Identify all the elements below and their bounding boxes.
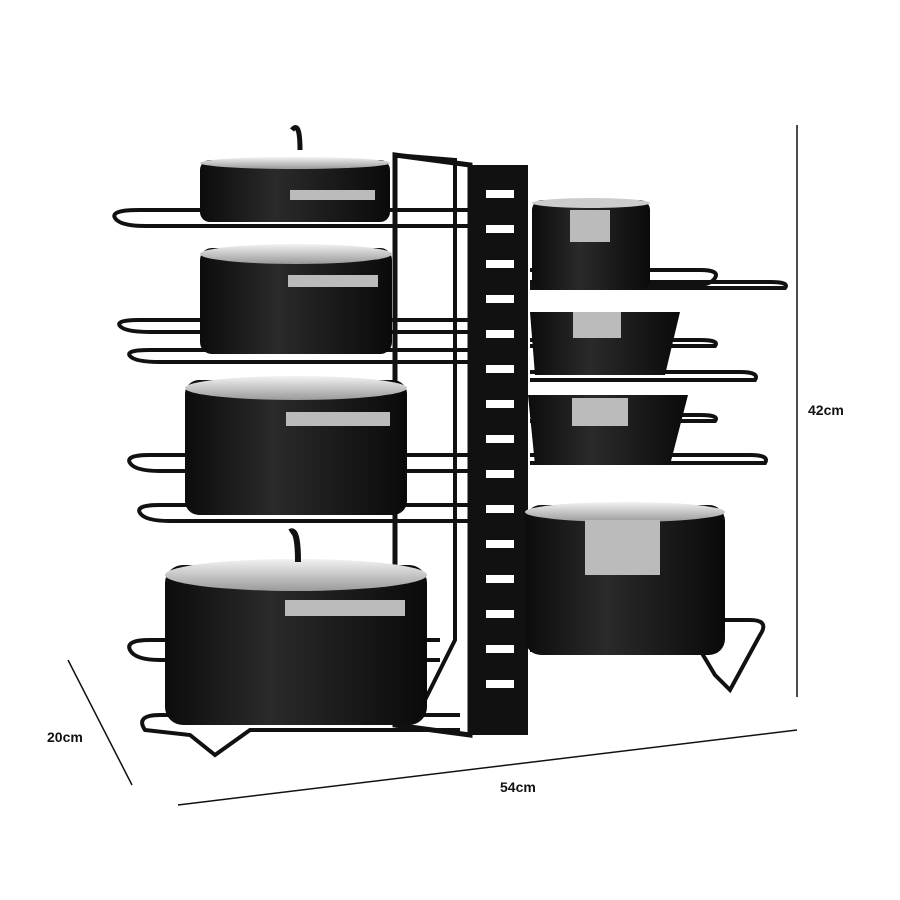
dimension-lines [67,125,798,806]
depth-label: 20cm [47,729,83,745]
pot-left-1 [200,125,390,222]
pot-left-2 [200,244,392,354]
pot-right-2 [530,312,680,375]
pot-right-4 [525,502,725,655]
rack-wires [112,208,788,758]
depth-dimension-line [67,659,133,786]
pot-right-1 [532,198,650,290]
height-label: 42cm [808,402,844,418]
pot-right-3 [528,395,688,465]
width-dimension-line [177,729,798,806]
pot-left-3 [185,376,407,515]
rack-center-panel [392,152,528,738]
width-label: 54cm [500,779,536,795]
pot-left-4 [165,528,427,725]
